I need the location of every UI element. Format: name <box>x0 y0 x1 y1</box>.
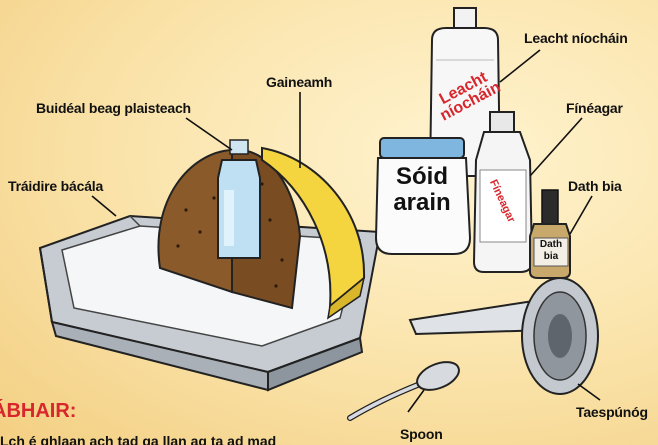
label-washing-liquid: Leacht níocháin <box>524 30 628 46</box>
materials-heading: ÁBHAIR: <box>0 400 76 423</box>
food-colouring-bottle <box>530 190 570 278</box>
label-food-colouring: Dath bia <box>568 178 622 194</box>
dye-label-line1: Dath <box>534 240 568 250</box>
label-sand: Gaineamh <box>266 74 332 90</box>
label-baking-tray: Tráidire bácála <box>8 178 103 194</box>
materials-partial-line: Lch é ghlaan ach tad ga llan ag ta ad ma… <box>0 430 330 445</box>
dye-label-line2: bia <box>534 252 568 262</box>
soda-jar-text-line1: Sóid <box>384 166 460 189</box>
label-vinegar: Fínéagar <box>566 100 623 116</box>
soda-jar-text-line2: arain <box>384 192 460 215</box>
label-teaspoon: Taespúnóg <box>576 404 648 420</box>
spoon <box>350 357 463 418</box>
label-small-bottle: Buidéal beag plaisteach <box>36 100 191 116</box>
label-spoon: Spoon <box>400 426 443 442</box>
